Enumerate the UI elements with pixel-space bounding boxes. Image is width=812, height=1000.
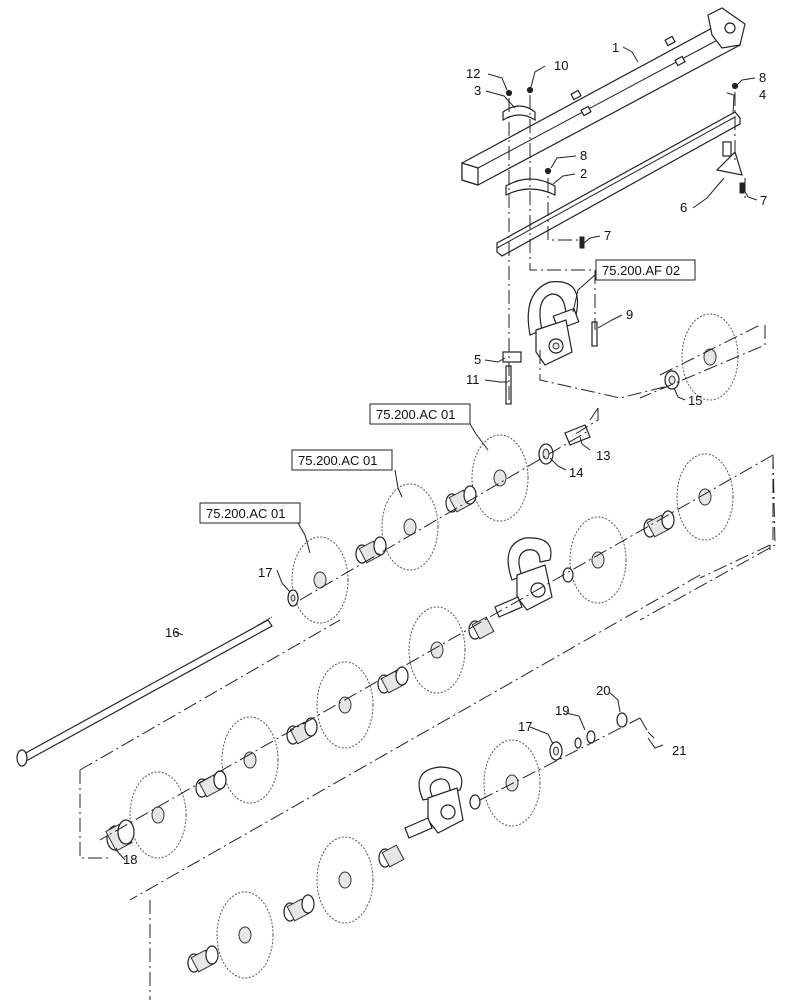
callout-8-lower: 8 xyxy=(580,148,587,163)
spool-spacer xyxy=(187,945,219,973)
callout-9: 9 xyxy=(626,307,633,322)
disc-blade xyxy=(316,661,374,749)
leader-lines xyxy=(115,46,758,861)
spool-spacer xyxy=(445,485,477,513)
spacer-tube xyxy=(538,370,680,465)
assembly-chain-lines xyxy=(79,92,776,1000)
reference-box-ac01-middle: 75.200.AC 01 xyxy=(291,449,403,498)
disc-blade xyxy=(129,771,187,859)
reference-boxes: 75.200.AF 02 75.200.AC 01 75.200.AC 01 7… xyxy=(199,259,696,554)
reference-box-ac01-top: 75.200.AC 01 xyxy=(369,403,489,451)
spool-spacer xyxy=(283,894,315,922)
callout-3: 3 xyxy=(474,83,481,98)
disc-blades xyxy=(129,313,739,979)
callout-19: 19 xyxy=(555,703,569,718)
callout-15: 15 xyxy=(688,393,702,408)
callout-17-left: 17 xyxy=(258,565,272,580)
disc-blade xyxy=(471,434,529,522)
callout-21: 21 xyxy=(672,743,686,758)
disc-blade xyxy=(676,453,734,541)
callout-13: 13 xyxy=(596,448,610,463)
callout-labels: 1 12 10 3 8 4 8 2 6 7 7 9 5 11 15 13 14 … xyxy=(123,40,767,867)
callout-4: 4 xyxy=(759,87,766,102)
arm-assembly-middle xyxy=(494,537,574,618)
disc-blade xyxy=(291,536,349,624)
disc-blade xyxy=(483,739,541,827)
spool-spacer xyxy=(643,510,675,538)
callout-7-right: 7 xyxy=(760,193,767,208)
frame-tube xyxy=(461,7,746,186)
arm-assembly-lower xyxy=(404,766,481,839)
reference-label: 75.200.AC 01 xyxy=(376,407,456,422)
callout-1: 1 xyxy=(612,40,619,55)
callout-6: 6 xyxy=(680,200,687,215)
reference-label: 75.200.AF 02 xyxy=(602,263,680,278)
reference-label: 75.200.AC 01 xyxy=(298,453,378,468)
disc-blade xyxy=(681,313,739,401)
disc-blade xyxy=(381,483,439,571)
callout-14: 14 xyxy=(569,465,583,480)
callout-17-right: 17 xyxy=(518,719,532,734)
callout-8-upper: 8 xyxy=(759,70,766,85)
disc-blade xyxy=(569,516,627,604)
disc-blade xyxy=(221,716,279,804)
disc-blade xyxy=(316,836,374,924)
scraper-shield xyxy=(715,141,743,176)
spool-spacer xyxy=(377,666,409,694)
reference-label: 75.200.AC 01 xyxy=(206,506,286,521)
callout-5: 5 xyxy=(474,352,481,367)
reference-box-ac01-lower: 75.200.AC 01 xyxy=(199,502,311,554)
callout-7-center: 7 xyxy=(604,228,611,243)
reference-box-af02: 75.200.AF 02 xyxy=(572,259,696,313)
washers-and-nuts xyxy=(105,589,655,852)
disc-blade xyxy=(408,606,466,694)
disc-blade xyxy=(216,891,274,979)
callout-2: 2 xyxy=(580,166,587,181)
callout-16: 16 xyxy=(165,625,179,640)
callout-10: 10 xyxy=(554,58,568,73)
spool-spacer xyxy=(468,616,495,640)
spool-spacer xyxy=(355,536,387,564)
spool-spacer xyxy=(378,844,405,868)
callout-12: 12 xyxy=(466,66,480,81)
callout-11: 11 xyxy=(466,372,480,387)
callout-18: 18 xyxy=(123,852,137,867)
spool-spacer xyxy=(195,770,227,798)
axle-rod xyxy=(16,616,273,767)
callout-20: 20 xyxy=(596,683,610,698)
spool-spacer xyxy=(286,717,318,745)
arm-assembly-upper xyxy=(527,281,580,366)
